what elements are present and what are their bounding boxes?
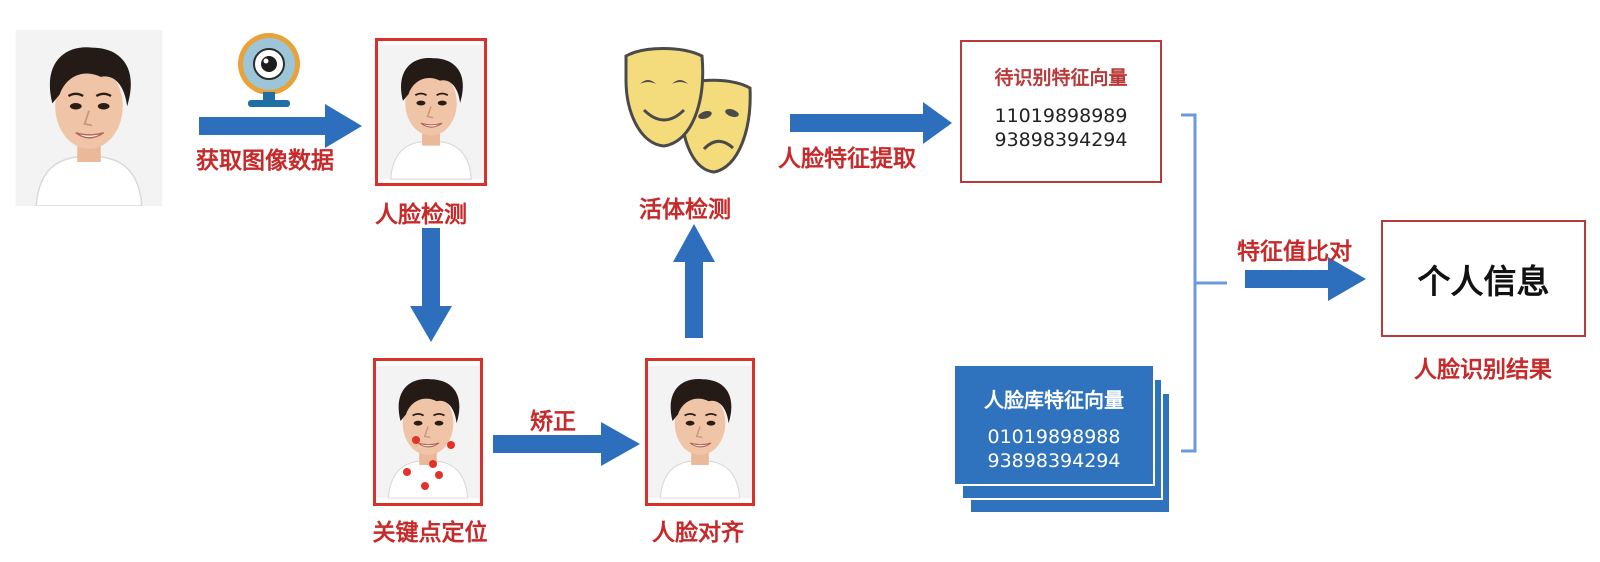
db-vector-line2: 93898394294 bbox=[987, 450, 1121, 472]
bracket-connector bbox=[1181, 113, 1227, 453]
arrow-to-liveness bbox=[673, 224, 715, 338]
label-align: 人脸对齐 bbox=[652, 520, 744, 546]
arrow-acquire bbox=[199, 104, 362, 148]
db-vector-title: 人脸库特征向量 bbox=[984, 388, 1124, 412]
label-landmark: 关键点定位 bbox=[372, 520, 488, 546]
webcam-icon bbox=[238, 33, 300, 107]
label-correct: 矫正 bbox=[530, 409, 576, 435]
label-compare: 特征值比对 bbox=[1237, 239, 1352, 265]
arrow-correct bbox=[493, 422, 640, 466]
result-box-title: 个人信息 bbox=[1417, 261, 1550, 301]
face-detect-frame bbox=[375, 38, 487, 186]
arrow-compare bbox=[1245, 257, 1366, 301]
db-vector-box: 人脸库特征向量 01019898988 93898394294 bbox=[953, 364, 1155, 486]
label-face-detect: 人脸检测 bbox=[375, 202, 467, 228]
pending-vector-box: 待识别特征向量 11019898989 93898394294 bbox=[960, 40, 1162, 183]
arrow-to-landmark bbox=[410, 228, 452, 342]
label-result-caption: 人脸识别结果 bbox=[1414, 357, 1552, 383]
landmark-frame bbox=[373, 358, 483, 506]
db-vector-line1: 01019898988 bbox=[987, 426, 1121, 448]
pending-vector-line1: 11019898989 bbox=[994, 105, 1128, 127]
landmark-points bbox=[403, 436, 455, 490]
pending-vector-line2: 93898394294 bbox=[994, 129, 1128, 151]
arrow-extract bbox=[790, 102, 952, 144]
portrait-image bbox=[14, 30, 164, 206]
label-acquire: 获取图像数据 bbox=[196, 148, 334, 174]
theater-masks-icon bbox=[624, 47, 752, 174]
pending-vector-title: 待识别特征向量 bbox=[994, 67, 1128, 89]
label-extract: 人脸特征提取 bbox=[778, 146, 916, 172]
source-photo bbox=[10, 30, 168, 206]
label-liveness: 活体检测 bbox=[639, 197, 731, 223]
aligned-frame bbox=[645, 358, 755, 506]
result-box: 个人信息 bbox=[1381, 220, 1586, 337]
